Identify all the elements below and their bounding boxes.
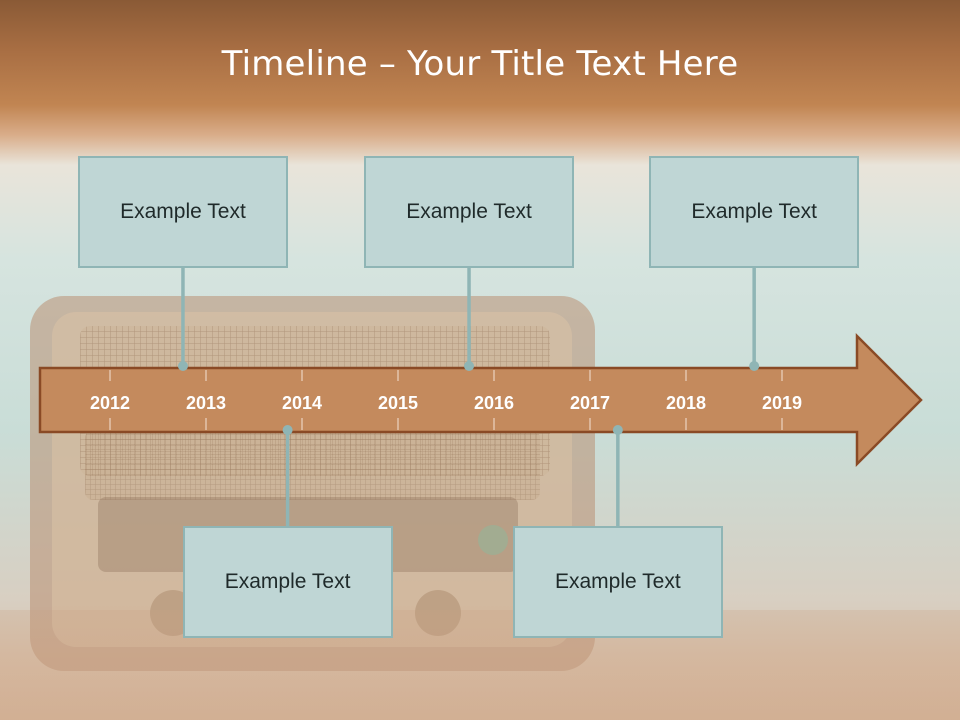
radio-lower-grille: [85, 430, 540, 500]
table-surface: [0, 610, 960, 720]
year-label-2013: 2013: [186, 393, 226, 413]
event-box-label: Example Text: [224, 570, 351, 593]
year-label-2012: 2012: [90, 393, 130, 413]
event-box-4: Example Text: [182, 526, 393, 638]
connector-dot-4: [282, 425, 293, 435]
event-box-3: Example Text: [649, 156, 860, 268]
event-box-label: Example Text: [120, 200, 246, 223]
connector-dot-5: [612, 425, 623, 435]
year-label-2019: 2019: [762, 393, 802, 413]
connector-dot-3: [749, 361, 760, 371]
event-box-2: Example Text: [364, 156, 575, 268]
slide-title: Timeline – Your Title Text Here: [221, 44, 739, 84]
event-box-label: Example Text: [691, 200, 817, 223]
year-ticks: [109, 370, 783, 430]
event-box-label: Example Text: [554, 570, 681, 593]
connector-dots: [177, 361, 760, 435]
radio-tuning-eye: [478, 525, 508, 555]
radio-knob-right: [415, 590, 461, 636]
connector-dot-2: [464, 361, 475, 371]
connector-lines: [181, 268, 756, 526]
event-box-1: Example Text: [77, 156, 288, 268]
year-label-2015: 2015: [378, 393, 418, 413]
year-label-2016: 2016: [474, 393, 514, 413]
year-label-2018: 2018: [666, 393, 706, 413]
timeline-arrow: [38, 332, 923, 468]
year-labels: 2012 2013 2014 2015 2016 2017 2018 2019: [90, 393, 802, 413]
connector-dot-1: [177, 361, 188, 371]
event-box-5: Example Text: [512, 526, 723, 638]
year-label-2014: 2014: [282, 393, 322, 413]
year-label-2017: 2017: [570, 393, 610, 413]
event-box-label: Example Text: [406, 200, 532, 223]
